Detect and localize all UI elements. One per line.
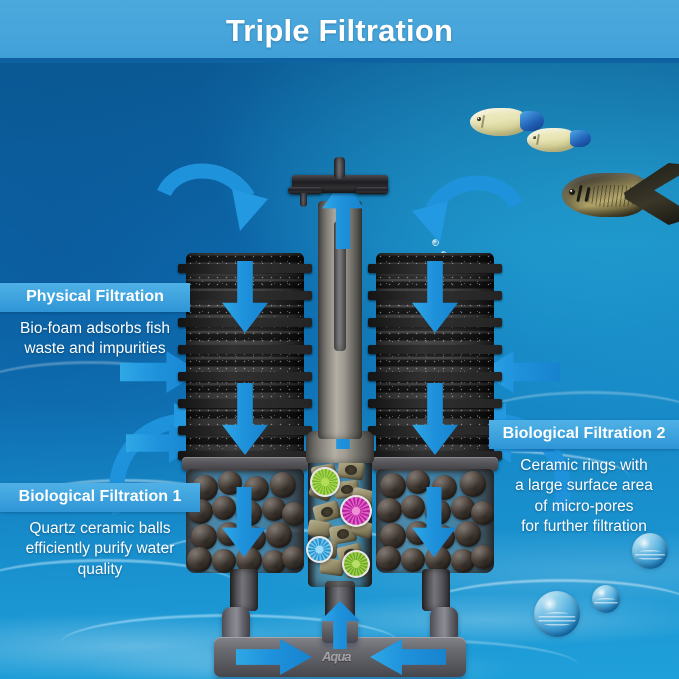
water-droplet xyxy=(592,585,620,613)
page-title: Triple Filtration xyxy=(225,12,454,48)
sponge-fin xyxy=(178,345,312,354)
callout-body: Quartz ceramic balls efficiently purify … xyxy=(25,520,175,578)
left-downpipe xyxy=(230,569,258,611)
ceramic-ball xyxy=(187,547,212,572)
sponge-fin xyxy=(368,345,502,354)
fish-eye xyxy=(569,189,575,195)
microbe-core xyxy=(312,469,338,495)
ceramic-ball xyxy=(471,501,494,525)
ceramic-ball xyxy=(262,550,286,573)
water-droplet xyxy=(632,533,668,569)
ceramic-ball xyxy=(401,548,425,572)
sponge-fin xyxy=(368,372,502,381)
riser-inner-rod xyxy=(334,221,346,351)
ceramic-ball xyxy=(376,546,401,571)
left-chamber-collar xyxy=(182,457,308,471)
water-ripple xyxy=(0,559,240,615)
inflow-arrow-right-top xyxy=(408,171,523,271)
inflow-arrow-left-top xyxy=(157,159,272,259)
ceramic-ball xyxy=(460,471,486,497)
fish-tang-small-1 xyxy=(470,108,544,136)
ceramic-ball xyxy=(401,495,425,519)
left-ceramic-ball-chamber xyxy=(186,469,304,573)
outlet-cap-lip-right xyxy=(356,187,388,194)
microbe-core xyxy=(344,552,368,576)
fish-tail xyxy=(520,111,544,131)
fish-tang-small-2 xyxy=(527,128,591,152)
fish-eye xyxy=(533,136,536,139)
sponge-fin xyxy=(368,451,502,460)
ceramic-ball xyxy=(455,521,481,547)
microbe-green-bottom xyxy=(342,550,370,578)
ceramic-ball xyxy=(212,496,236,520)
ceramic-ball xyxy=(270,472,296,498)
filter-device: Aqua xyxy=(0,61,679,679)
microbe-core xyxy=(308,538,331,561)
fish-tail xyxy=(570,130,591,147)
ceramic-ball xyxy=(266,522,292,548)
outlet-cap-lip-left xyxy=(288,187,322,194)
callout-biological-filtration-1: Biological Filtration 1 Quartz ceramic b… xyxy=(0,483,200,584)
callout-body: Bio-foam adsorbs fish waste and impuriti… xyxy=(20,320,170,358)
ceramic-ball xyxy=(380,523,406,549)
sponge-fin xyxy=(178,451,312,460)
callout-body: Ceramic rings with a large surface area … xyxy=(515,457,653,536)
header-bar: Triple Filtration xyxy=(0,0,679,61)
fish-body xyxy=(527,128,577,152)
right-ceramic-ball-chamber xyxy=(376,469,494,573)
air-bubble xyxy=(432,239,439,246)
right-chamber-collar xyxy=(372,457,498,471)
ceramic-ball xyxy=(380,473,406,499)
cap-hook xyxy=(300,193,307,207)
header-divider xyxy=(0,58,679,63)
callout-physical-filtration: Physical Filtration Bio-foam adsorbs fis… xyxy=(0,283,190,364)
water-ripple xyxy=(10,479,240,533)
microbe-blue xyxy=(306,536,333,563)
ceramic-ball xyxy=(471,545,494,569)
fish-body xyxy=(470,108,528,136)
ceramic-ball xyxy=(191,524,217,550)
ceramic-ball xyxy=(377,498,402,523)
water-ripple xyxy=(420,579,679,639)
ceramic-ball xyxy=(282,502,304,526)
callout-title: Physical Filtration xyxy=(0,283,190,312)
water-droplet xyxy=(534,591,580,637)
microbe-green-top xyxy=(310,467,340,497)
microbe-magenta xyxy=(340,495,372,527)
microbe-core xyxy=(342,497,370,525)
callout-title: Biological Filtration 1 xyxy=(0,483,200,512)
fish-eye xyxy=(477,117,481,121)
ceramic-ball xyxy=(406,470,430,494)
callout-biological-filtration-2: Biological Filtration 2 Ceramic rings wi… xyxy=(489,420,679,542)
callout-title: Biological Filtration 2 xyxy=(489,420,679,449)
right-sponge-column xyxy=(376,253,494,461)
water-ripple xyxy=(470,391,679,451)
water-ripple xyxy=(0,361,220,431)
sponge-fin xyxy=(178,372,312,381)
brand-logo: Aqua xyxy=(322,649,351,664)
ceramic-ball xyxy=(282,546,304,570)
air-inlet-rod xyxy=(334,157,345,179)
right-downpipe xyxy=(422,569,450,611)
